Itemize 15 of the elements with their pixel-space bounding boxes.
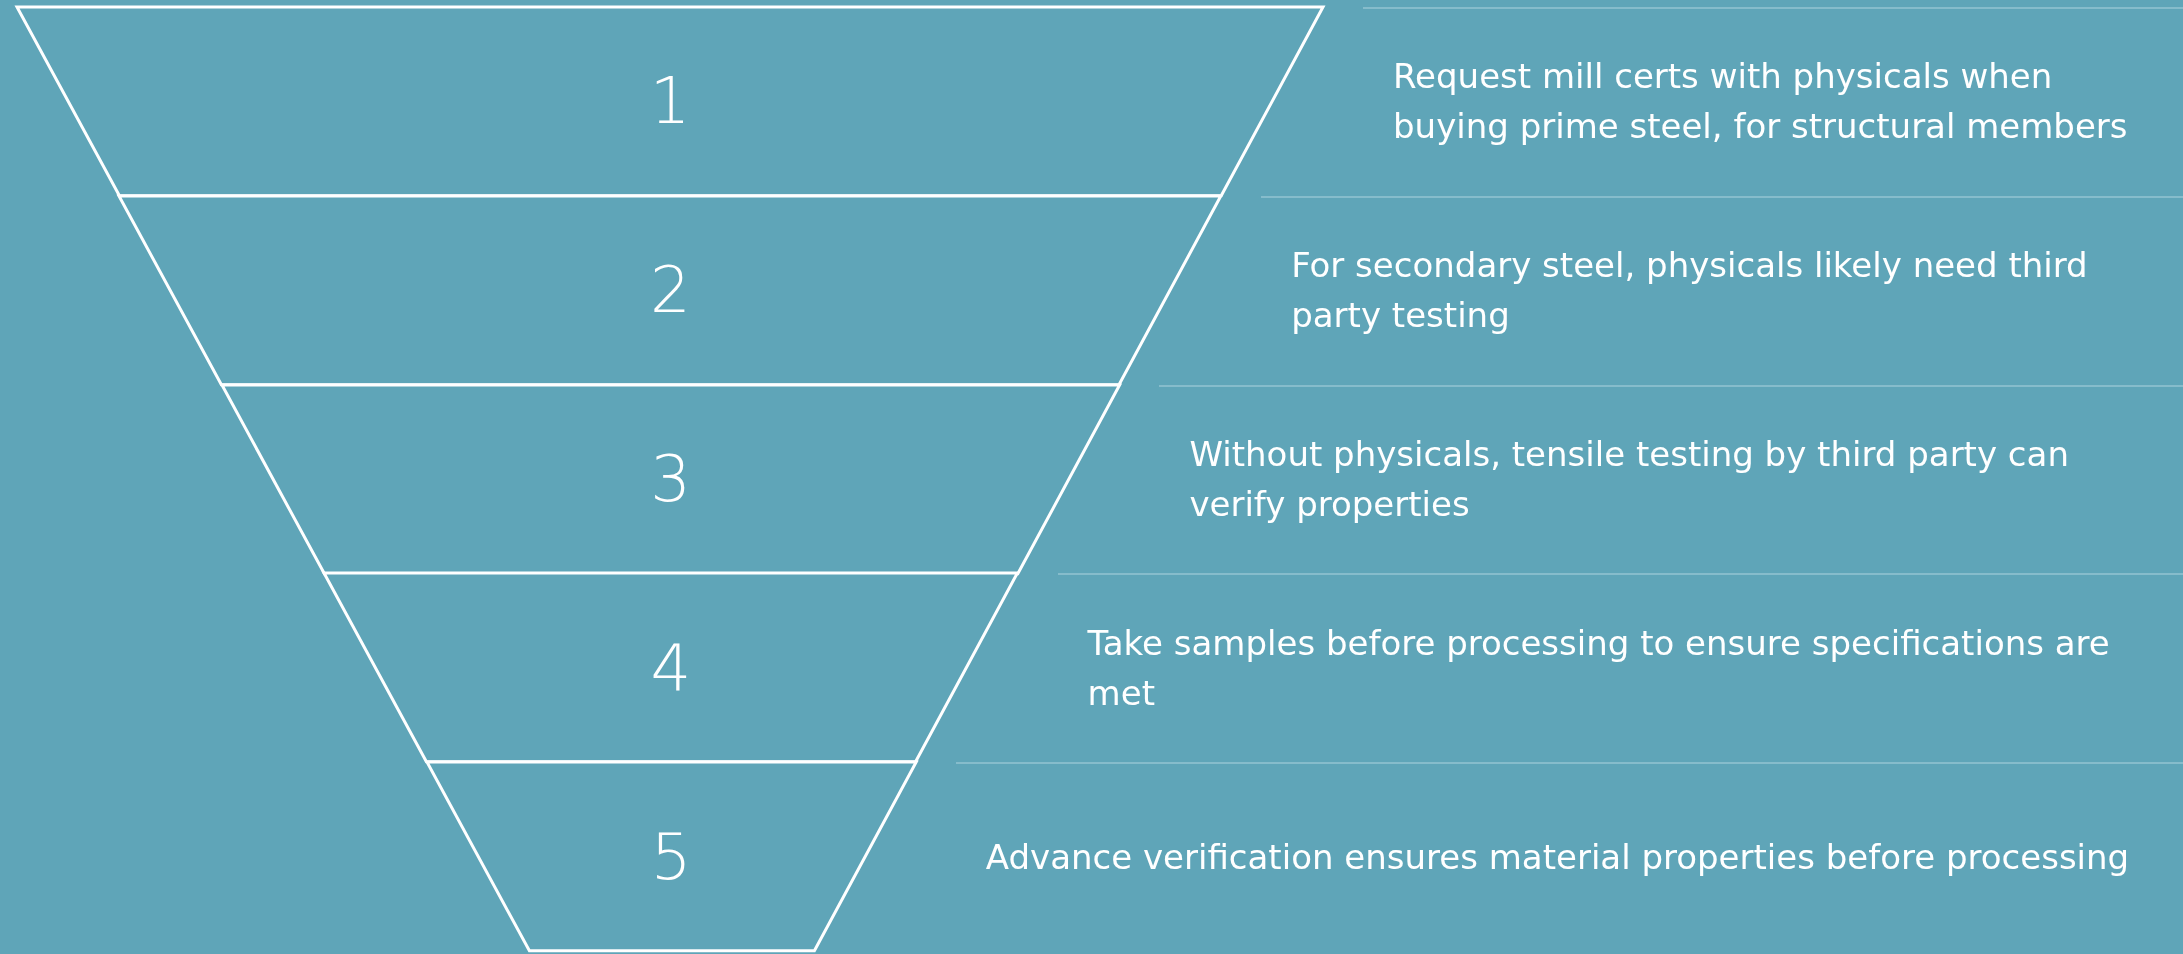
funnel-band bbox=[221, 384, 1120, 574]
funnel-band bbox=[119, 195, 1222, 385]
funnel-band bbox=[324, 573, 1018, 763]
funnel-band bbox=[426, 762, 916, 951]
step-number: 4 bbox=[650, 635, 692, 700]
step-number: 2 bbox=[649, 258, 691, 323]
step-description: Take samples before processing to ensure specifications are met bbox=[1087, 621, 2111, 715]
step-description: For secondary steel, physicals likely need third party testing bbox=[1291, 244, 2089, 338]
step-description: Advance verification ensures material properties before processing bbox=[985, 835, 2131, 879]
step-number: 1 bbox=[649, 69, 691, 134]
step-description: Request mill certs with physicals when buying prime steel, for structural members bbox=[1393, 55, 2129, 149]
step-number: 3 bbox=[650, 447, 691, 511]
step-description: Without physicals, tensile testing by third party can verify properties bbox=[1189, 433, 2070, 526]
funnel-band bbox=[17, 7, 1323, 196]
step-number: 5 bbox=[650, 824, 692, 889]
